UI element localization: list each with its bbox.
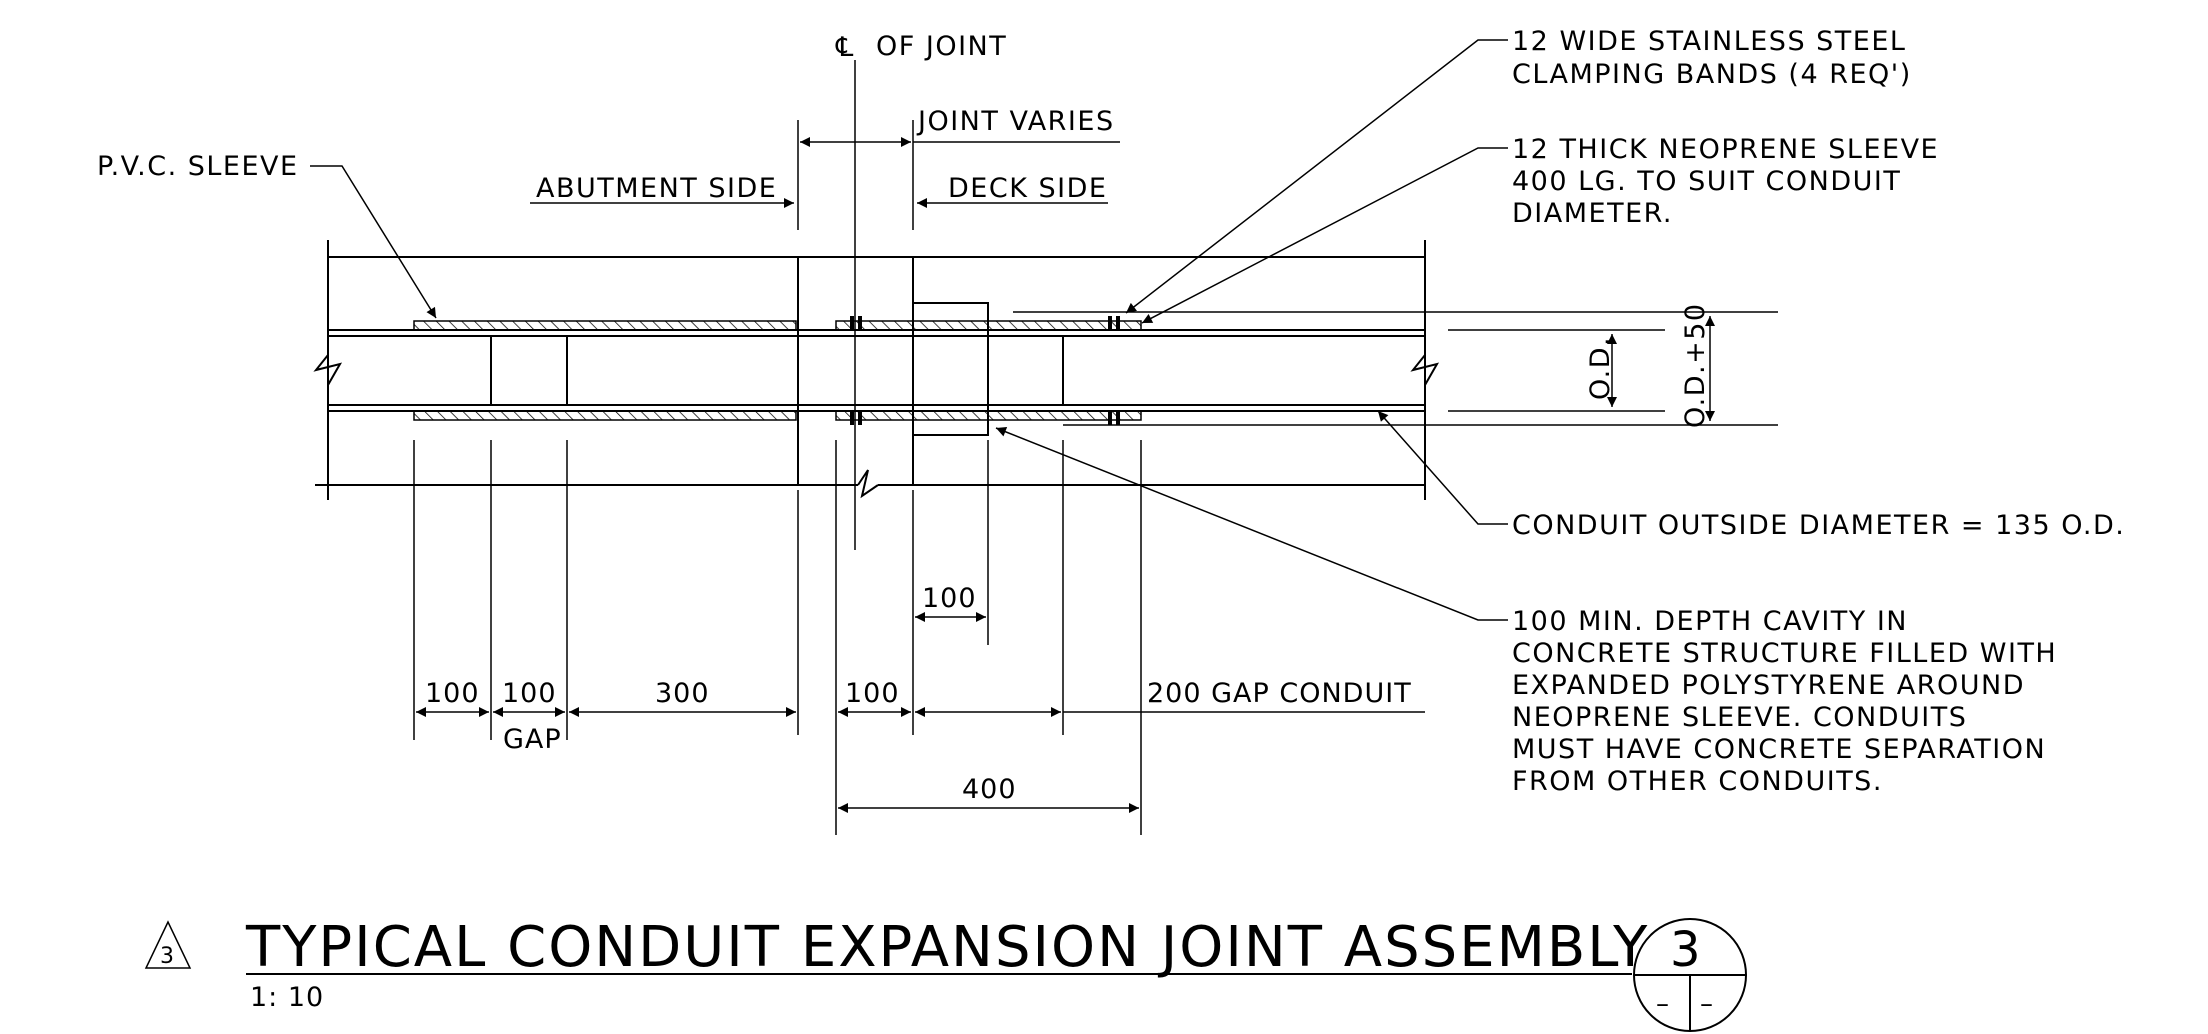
detail-number: 3 bbox=[1670, 922, 1701, 978]
clamp-band bbox=[1116, 411, 1120, 425]
dimension-chain: 100 100 GAP 300 100 200 GAP CONDUIT 100 … bbox=[413, 440, 1425, 835]
centerline-group: ℄ OF JOINT bbox=[835, 31, 1007, 550]
centerline-label: OF JOINT bbox=[876, 31, 1007, 62]
detail-sheet-right: – bbox=[1700, 989, 1713, 1019]
clamp-band bbox=[858, 411, 862, 425]
dim-text-d6: 100 bbox=[922, 583, 977, 614]
dim-text-d1: 100 bbox=[425, 678, 480, 709]
revision-triangle bbox=[144, 920, 192, 969]
clamp-band bbox=[850, 411, 854, 425]
deck-side-label: DECK SIDE bbox=[948, 173, 1107, 204]
centerline-symbol: ℄ bbox=[835, 32, 855, 63]
dim-text-d7: 400 bbox=[962, 774, 1017, 805]
drawing-scale: 1: 10 bbox=[250, 982, 324, 1013]
clamping-bands-note-line1: 12 WIDE STAINLESS STEEL bbox=[1512, 26, 1906, 57]
title-block: 3 TYPICAL CONDUIT EXPANSION JOINT ASSEMB… bbox=[144, 915, 1747, 1032]
clamp-band bbox=[850, 316, 854, 330]
clamping-bands bbox=[850, 316, 1120, 425]
cavity-note-line6: FROM OTHER CONDUITS. bbox=[1512, 766, 1883, 797]
pvc-sleeve-leader bbox=[310, 165, 437, 319]
drawing-title: TYPICAL CONDUIT EXPANSION JOINT ASSEMBLY bbox=[245, 915, 1649, 980]
dim-text-gap: GAP bbox=[503, 724, 562, 755]
cavity-note-line1: 100 MIN. DEPTH CAVITY IN bbox=[1512, 606, 1908, 637]
break-symbol-right bbox=[1410, 354, 1440, 386]
revision-mark: 3 bbox=[160, 944, 174, 969]
clamp-band bbox=[858, 316, 862, 330]
pvc-sleeve-label: P.V.C. SLEEVE bbox=[97, 151, 299, 182]
cavity-note-line3: EXPANDED POLYSTYRENE AROUND bbox=[1512, 670, 2025, 701]
conduit-od-note: CONDUIT OUTSIDE DIAMETER = 135 O.D. bbox=[1512, 510, 2125, 541]
dim-text-d3: 300 bbox=[655, 678, 710, 709]
pvc-sleeve-top bbox=[413, 320, 797, 331]
joint-varies-label: JOINT VARIES bbox=[916, 106, 1115, 137]
pvc-sleeve-bottom bbox=[413, 410, 797, 421]
dim-text-d2: 100 bbox=[502, 678, 557, 709]
neoprene-sleeve-leader bbox=[1141, 147, 1508, 324]
clamp-band bbox=[1108, 411, 1112, 425]
joint-labels: JOINT VARIES ABUTMENT SIDE DECK SIDE P.V… bbox=[97, 106, 1120, 319]
callout-notes: 12 WIDE STAINLESS STEEL CLAMPING BANDS (… bbox=[995, 26, 2125, 797]
dim-text-d4: 100 bbox=[845, 678, 900, 709]
abutment-side-label: ABUTMENT SIDE bbox=[536, 173, 777, 204]
od-label: O.D. bbox=[1585, 336, 1616, 400]
od-plus-50-label: O.D.+50 bbox=[1680, 302, 1711, 428]
dim-text-d5: 200 GAP CONDUIT bbox=[1147, 678, 1412, 709]
cavity-note-line2: CONCRETE STRUCTURE FILLED WITH bbox=[1512, 638, 2057, 669]
cavity-note-line5: MUST HAVE CONCRETE SEPARATION bbox=[1512, 734, 2046, 765]
conduit-assembly bbox=[313, 240, 1778, 500]
neoprene-note-line3: DIAMETER. bbox=[1512, 198, 1673, 229]
clamping-bands-leader bbox=[1125, 39, 1508, 314]
neoprene-note-line1: 12 THICK NEOPRENE SLEEVE bbox=[1512, 134, 1939, 165]
conduit-od-leader bbox=[1377, 410, 1508, 525]
clamp-band bbox=[1108, 316, 1112, 330]
neoprene-note-line2: 400 LG. TO SUIT CONDUIT bbox=[1512, 166, 1901, 197]
break-symbol-left bbox=[313, 354, 343, 386]
cavity-leader bbox=[995, 427, 1508, 621]
clamping-bands-note-line2: CLAMPING BANDS (4 REQ') bbox=[1512, 59, 1912, 90]
break-symbol-bottom bbox=[857, 469, 879, 499]
detail-sheet-left: – bbox=[1656, 989, 1669, 1019]
clamp-band bbox=[1116, 316, 1120, 330]
cavity-note-line4: NEOPRENE SLEEVE. CONDUITS bbox=[1512, 702, 1967, 733]
